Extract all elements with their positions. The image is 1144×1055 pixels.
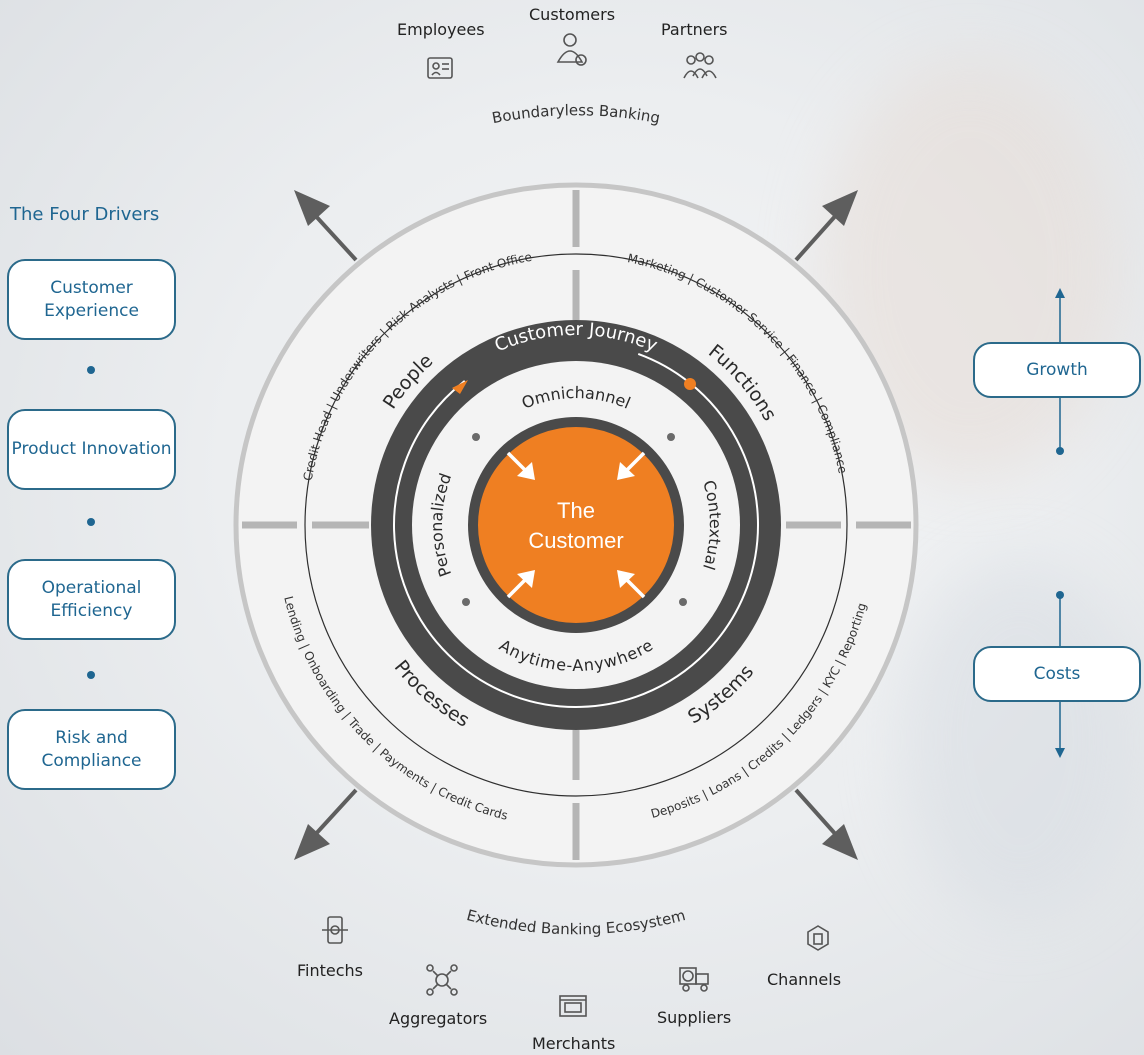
inner-dot [462, 598, 470, 606]
journey-path [393, 342, 759, 708]
channels-bank-icon [807, 925, 829, 951]
merchants-label: Merchants [532, 1034, 616, 1053]
inner-dot [667, 433, 675, 441]
arrowhead-top-right [822, 190, 858, 226]
driver-risk-and-compliance: Risk and Compliance [7, 709, 176, 790]
diagonal-arrows [294, 190, 858, 860]
driver-operational-efficiency: Operational Efficiency [7, 559, 176, 640]
inner-dot [679, 598, 687, 606]
aggregator-network-icon [426, 964, 458, 996]
fintechs-label: Fintechs [297, 961, 364, 980]
ecosystem-caption: Extended Banking Ecosystem [465, 906, 687, 938]
outcome-arrows [1055, 288, 1065, 758]
merchant-store-icon [559, 995, 587, 1017]
channels-label: Channels [767, 970, 842, 989]
center-line1: The [557, 498, 595, 523]
costs-pill: Costs [973, 646, 1141, 702]
arrowhead-top-left [294, 190, 330, 226]
driver-separator-dot [87, 671, 95, 679]
arrow-bottom-right [794, 788, 840, 839]
four-drivers-title: The Four Drivers [10, 204, 160, 225]
suppliers-label: Suppliers [657, 1008, 732, 1027]
arrow-top-right [794, 211, 840, 262]
customers-label: Customers [529, 5, 616, 24]
fintech-phone-icon [322, 916, 348, 944]
aggregators-label: Aggregators [389, 1009, 488, 1028]
growth-arrowhead [1055, 288, 1065, 298]
inward-arrows [506, 451, 646, 599]
partners-label: Partners [661, 20, 728, 39]
arrow-top-left [311, 211, 358, 262]
arrow-bottom-left [311, 788, 358, 839]
employees-label: Employees [397, 20, 485, 39]
inner-dot [472, 433, 480, 441]
driver-separator-dot [87, 366, 95, 374]
driver-product-innovation: Product Innovation [7, 409, 176, 490]
growth-pill: Growth [973, 342, 1141, 398]
arrowhead-bottom-right [822, 824, 858, 860]
growth-stem-dot [1056, 447, 1064, 455]
quadrant-dividers [242, 190, 911, 860]
costs-arrowhead [1055, 748, 1065, 758]
thin-inner-line [304, 253, 848, 797]
driver-customer-experience: Customer Experience [7, 259, 176, 340]
employee-badge-icon [427, 57, 453, 79]
stakeholder-icons [427, 33, 717, 79]
arrowhead-bottom-left [294, 824, 330, 860]
supplier-truck-icon [679, 967, 709, 992]
background-blob [900, 560, 1140, 920]
costs-stem-dot [1056, 591, 1064, 599]
driver-separator-dot [87, 518, 95, 526]
boundaryless-caption: Boundaryless Banking [490, 101, 661, 127]
center-line2: Customer [528, 528, 623, 553]
journey-end-marker [684, 378, 696, 390]
partners-group-icon [683, 52, 717, 79]
ecosystem-icons [322, 916, 829, 1017]
customer-center [468, 417, 684, 633]
customer-person-icon [556, 33, 587, 66]
journey-start-marker [452, 380, 468, 394]
